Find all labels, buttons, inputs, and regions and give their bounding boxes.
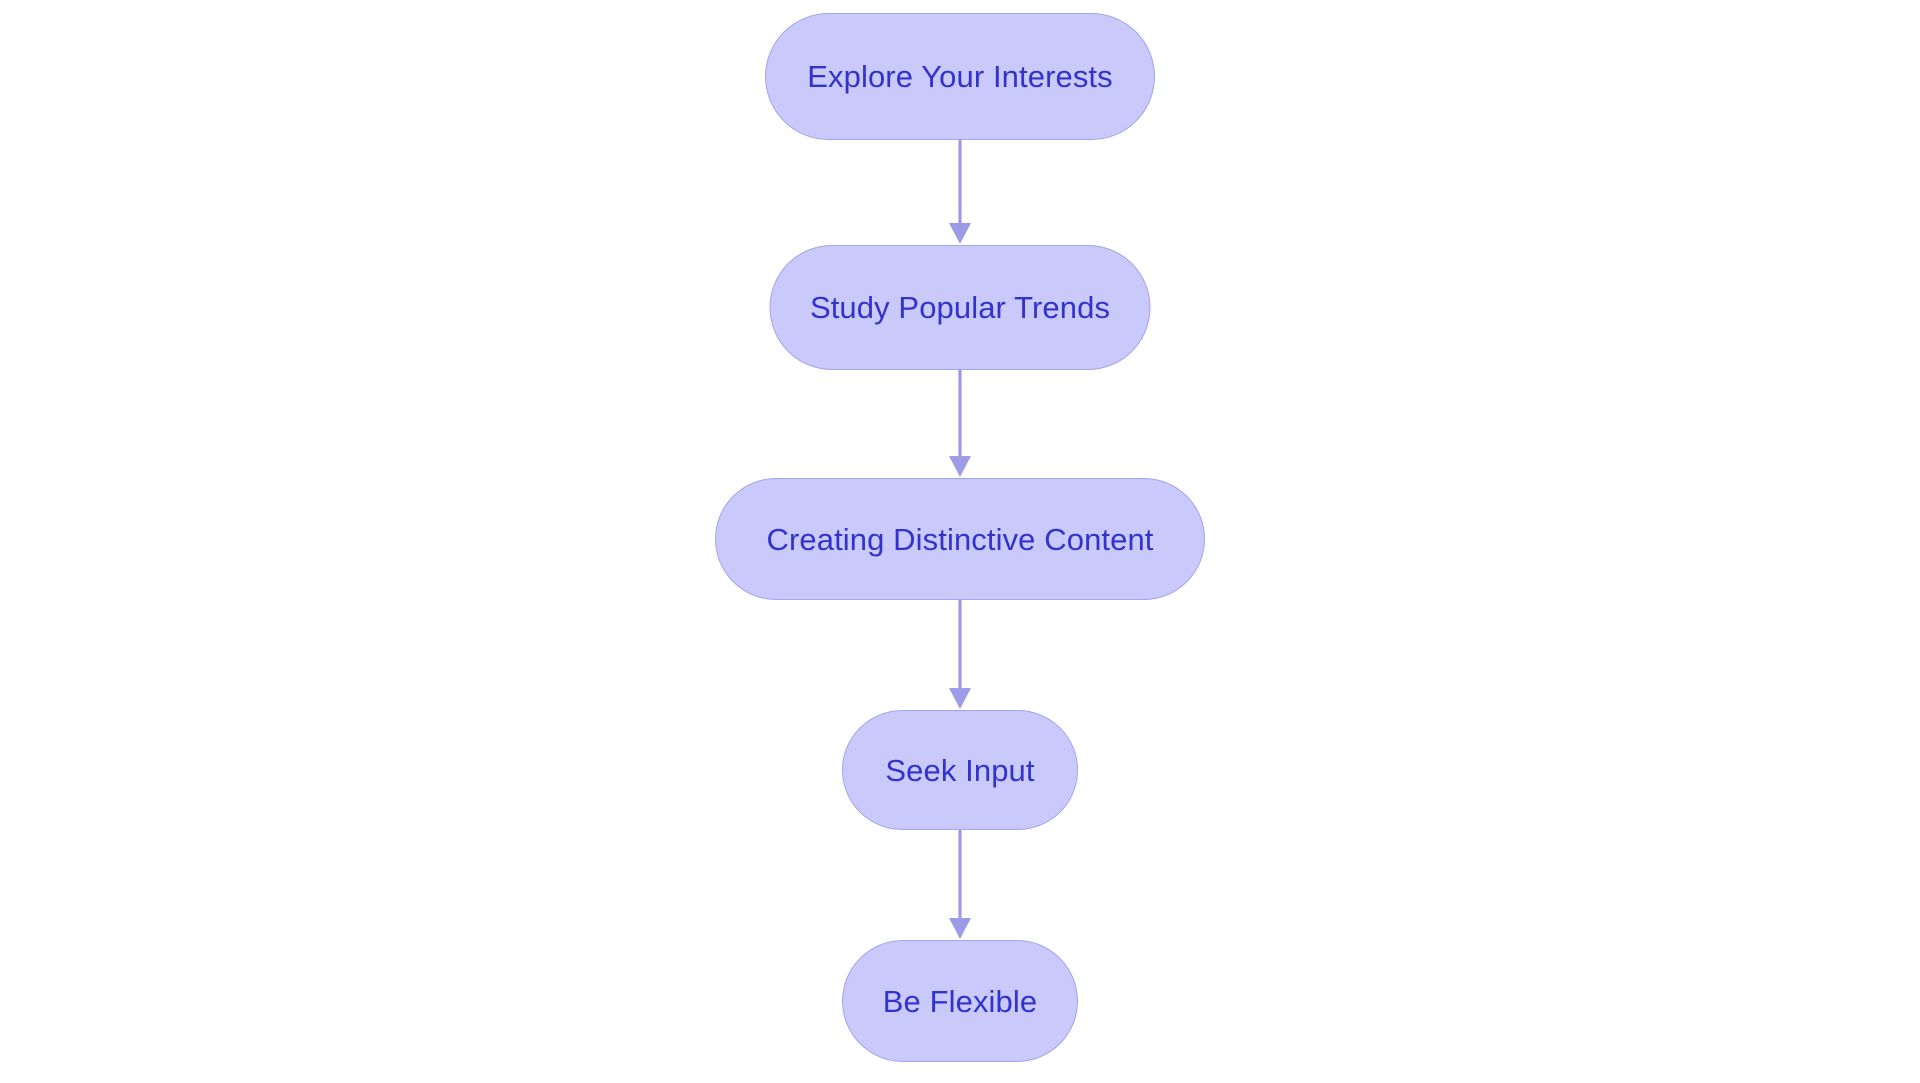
arrowhead-icon [949,223,971,244]
flow-node-be-flexible[interactable]: Be Flexible [842,940,1078,1062]
flow-node-label: Study Popular Trends [809,290,1111,325]
connector-edge-2 [949,370,971,477]
flow-node-label: Seek Input [885,752,1035,788]
arrowhead-icon [949,456,971,477]
connector-edge-4 [949,830,971,939]
flow-node-seek-input[interactable]: Seek Input [842,710,1078,830]
connector-edge-1 [949,140,971,244]
flow-node-label: Creating Distinctive Content [766,521,1154,557]
flow-node-label: Explore Your Interests [807,59,1113,94]
flow-node-explore-your-interests[interactable]: Explore Your Interests [765,13,1155,140]
arrowhead-icon [949,688,971,709]
flow-node-study-popular-trends[interactable]: Study Popular Trends [769,245,1151,370]
connector-edge-3 [949,600,971,709]
flow-node-creating-distinctive-content[interactable]: Creating Distinctive Content [715,478,1205,600]
flow-node-label: Be Flexible [882,983,1038,1019]
arrowhead-icon [949,918,971,939]
